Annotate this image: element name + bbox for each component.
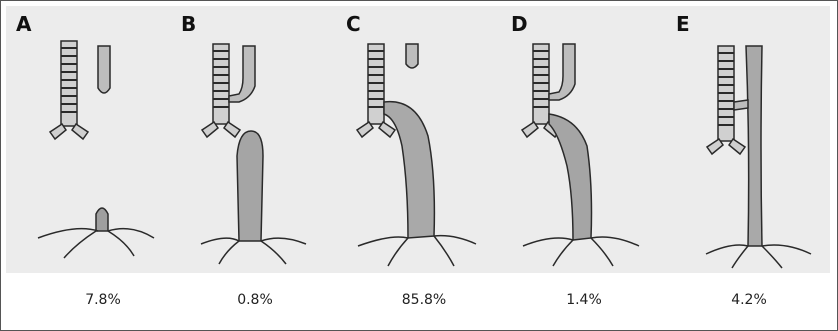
panel-b: B — [171, 6, 331, 273]
panel-d-drawing — [501, 6, 661, 273]
panel-b-drawing — [171, 6, 331, 273]
lower-segment-fistula-c — [384, 102, 434, 238]
lower-stub-a — [96, 208, 108, 231]
upper-pouch-c — [406, 44, 418, 68]
percent-e: 4.2% — [689, 293, 809, 307]
h-fistula-e — [734, 100, 748, 110]
trachea-b — [202, 44, 240, 137]
diaphragm-c — [358, 236, 476, 266]
panel-c: C — [336, 6, 496, 273]
upper-pouch-fistula-d — [549, 44, 575, 100]
upper-pouch-fistula-b — [229, 46, 255, 102]
percent-d: 1.4% — [524, 293, 644, 307]
panel-a-drawing — [6, 6, 166, 273]
diaphragm-d — [523, 237, 639, 266]
panel-c-drawing — [336, 6, 496, 273]
percent-b: 0.8% — [195, 293, 315, 307]
lower-segment-b — [237, 131, 263, 241]
diaphragm-a — [38, 229, 154, 258]
lower-segment-fistula-d — [549, 114, 592, 240]
trachea-c — [357, 44, 395, 137]
panel-d: D — [501, 6, 661, 273]
panel-e: E — [666, 6, 826, 273]
trachea-e — [707, 46, 745, 154]
diaphragm-b — [201, 238, 306, 264]
percent-c: 85.8% — [364, 293, 484, 307]
esophagus-continuous-e — [746, 46, 762, 246]
upper-pouch-a — [98, 46, 110, 93]
percent-a: 7.8% — [43, 293, 163, 307]
diaphragm-e — [706, 245, 811, 268]
panel-a: A — [6, 6, 166, 273]
illustration-strip: A — [6, 6, 830, 273]
trachea-a — [50, 41, 88, 139]
panel-e-drawing — [666, 6, 826, 273]
